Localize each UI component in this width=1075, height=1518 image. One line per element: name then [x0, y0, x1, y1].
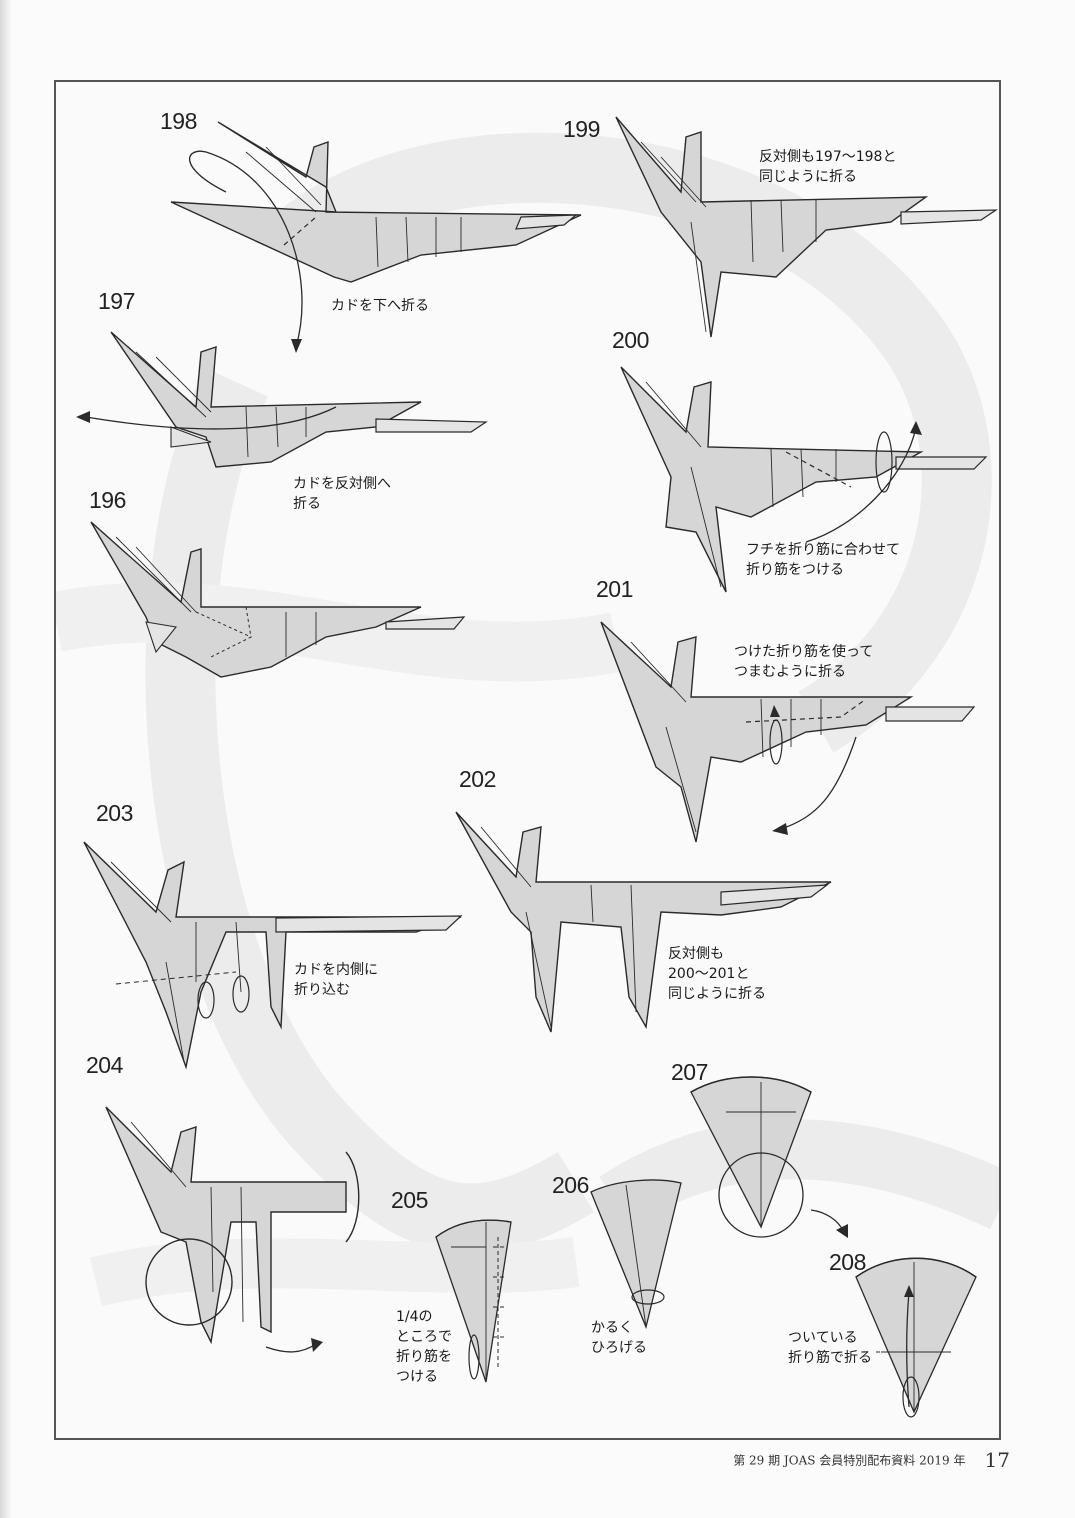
caption-201: つけた折り筋を使って つまむように折る [734, 644, 874, 680]
step-number-198: 198 [160, 108, 197, 134]
step-number-205: 205 [391, 1187, 428, 1213]
caption-199: 反対側も197〜198と 同じように折る [759, 149, 897, 185]
caption-206: かるく ひろげる [591, 1320, 647, 1356]
page-number: 17 [984, 1448, 1010, 1472]
step-205-diagram [435, 1219, 512, 1383]
step-number-203: 203 [96, 800, 133, 826]
caption-202: 反対側も 200〜201と 同じように折る [668, 946, 766, 1002]
caption-205: 1/4の ところで 折り筋を つける [396, 1309, 452, 1385]
step-number-207: 207 [671, 1059, 708, 1085]
step-number-199: 199 [563, 116, 600, 142]
caption-203: カドを内側に 折り込む [294, 962, 378, 998]
step-200-diagram [620, 366, 988, 593]
step-number-202: 202 [459, 766, 496, 792]
footer-note: 第 29 期 JOAS 会員特別配布資料 2019 年 [733, 1453, 966, 1468]
step-number-197: 197 [98, 288, 135, 314]
caption-208: ついている 折り筋で折る [788, 1330, 872, 1366]
step-number-208: 208 [829, 1249, 866, 1275]
step-206-diagram [590, 1179, 682, 1330]
step-208-diagram [855, 1257, 977, 1418]
step-203-diagram [83, 841, 463, 1070]
page-footer: 第 29 期 JOAS 会員特別配布資料 2019 年 17 [600, 1448, 1010, 1472]
step-number-206: 206 [552, 1172, 589, 1198]
step-number-204: 204 [86, 1052, 123, 1078]
step-number-196: 196 [89, 487, 126, 513]
page-edge-shadow [0, 0, 12, 1518]
step-number-200: 200 [612, 327, 649, 353]
caption-198: カドを下へ折る [331, 298, 429, 314]
step-198-diagram [170, 121, 582, 353]
caption-197: カドを反対側へ 折る [293, 476, 391, 512]
step-number-201: 201 [596, 576, 633, 602]
step-197-diagram [76, 331, 488, 468]
step-204-diagram [105, 1106, 360, 1353]
diagram-frame: 198 カドを下へ折る 199 反対側も197〜198と 同じように折る 197… [54, 80, 1001, 1440]
step-199-diagram [615, 116, 999, 338]
arrow-207-208 [810, 1209, 848, 1238]
step-201-diagram [600, 621, 976, 843]
step-196-diagram [90, 521, 466, 678]
step-207-diagram [690, 1076, 812, 1238]
caption-200: フチを折り筋に合わせて 折り筋をつける [746, 542, 900, 578]
step-202-diagram [455, 811, 832, 1033]
